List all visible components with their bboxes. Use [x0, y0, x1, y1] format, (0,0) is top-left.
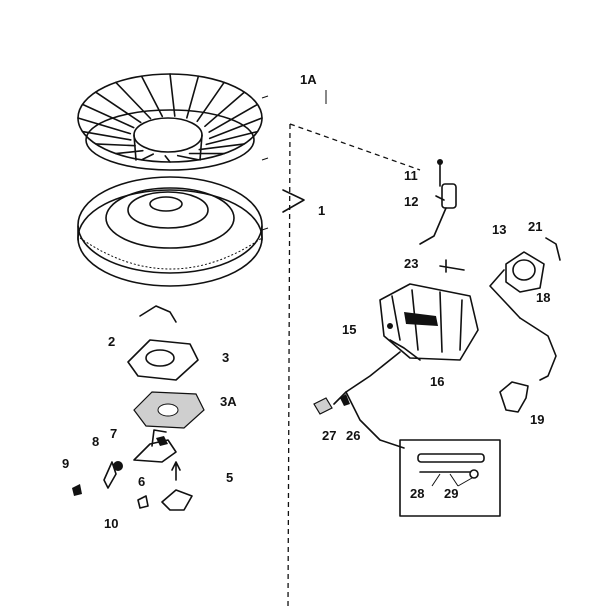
fan-blade [81, 130, 132, 141]
callout-3: 3 [222, 350, 229, 365]
flywheel [77, 176, 263, 287]
fan-blade [77, 117, 132, 135]
clip-21 [545, 237, 561, 261]
callout-5: 5 [226, 470, 233, 485]
callout-26: 26 [346, 428, 360, 443]
callout-13: 13 [492, 222, 506, 237]
callout-1a: 1A [300, 72, 317, 87]
fan-blades [77, 73, 263, 163]
bracket-1 [282, 189, 305, 213]
fan-blade [115, 149, 144, 155]
callout-8: 8 [92, 434, 99, 449]
callout-6: 6 [138, 474, 145, 489]
armature-16 [379, 283, 479, 361]
callout-9: 9 [62, 456, 69, 471]
clip [103, 461, 117, 489]
screw-23 [439, 259, 465, 273]
callout-12: 12 [404, 194, 418, 209]
fan-blade [169, 73, 176, 117]
flywheel-fan [77, 73, 263, 171]
screw-small [137, 495, 149, 509]
callout-28: 28 [410, 486, 424, 501]
condenser-12 [419, 183, 457, 245]
callout-27: 27 [322, 428, 336, 443]
fan-blade [186, 75, 200, 119]
fan-blade [81, 103, 135, 129]
gasket [133, 391, 205, 429]
flywheel-key [139, 305, 177, 323]
fan-blade [140, 75, 164, 118]
fan-blade [140, 153, 154, 161]
fan-blade [94, 143, 136, 147]
callout-2: 2 [108, 334, 115, 349]
instruction-card-28-29 [399, 439, 501, 517]
arrow-pin [171, 461, 181, 481]
callout-18: 18 [536, 290, 550, 305]
callout-1: 1 [318, 203, 325, 218]
bracket-dashed-line [287, 123, 291, 609]
fan-blade [198, 143, 246, 151]
fan-blade [164, 155, 171, 163]
fan-blade [196, 81, 225, 123]
callout-7: 7 [110, 426, 117, 441]
fan-blade [115, 81, 152, 120]
callout-23: 23 [404, 256, 418, 271]
screw-11 [437, 159, 443, 187]
fan-blade [204, 91, 246, 128]
callout-3a: 3A [220, 394, 237, 409]
callout-10: 10 [104, 516, 118, 531]
fan-blade [94, 91, 142, 124]
cam-plate [161, 489, 193, 511]
coil-13 [489, 251, 545, 319]
fan-blade [208, 117, 263, 140]
fan-blade [205, 130, 259, 146]
screw [72, 484, 82, 496]
nut [113, 461, 123, 471]
breaker-arm [133, 429, 177, 463]
washer [127, 339, 199, 381]
callout-29: 29 [444, 486, 458, 501]
fan-blade [208, 103, 259, 133]
spark-plug-boot-19 [499, 381, 529, 413]
callout-16: 16 [430, 374, 444, 389]
ground-wire-26-27 [313, 351, 405, 449]
fan-blade [176, 154, 200, 161]
callout-19: 19 [530, 412, 544, 427]
callout-15: 15 [342, 322, 356, 337]
ignition-lead-18 [519, 317, 557, 381]
callout-21: 21 [528, 219, 542, 234]
callout-11: 11 [404, 168, 418, 183]
